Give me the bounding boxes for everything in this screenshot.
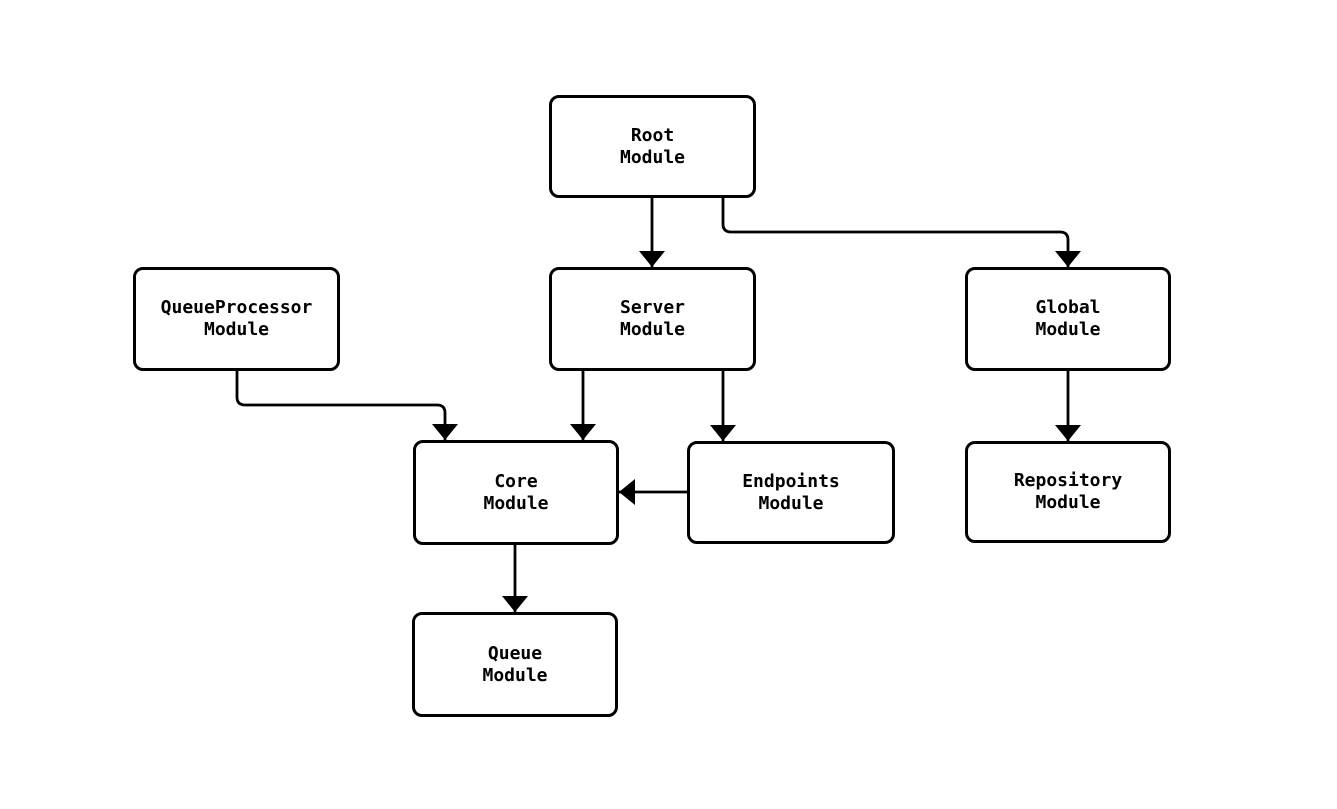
node-label-line: Module [482, 664, 548, 686]
node-label-line: Module [619, 146, 686, 168]
node-label-line: Core [494, 470, 538, 492]
node-label-line: Module [203, 319, 270, 340]
node-label-line: Module [483, 492, 549, 514]
node-label-line: Repository [1013, 470, 1123, 491]
node-label-line: Endpoints [742, 470, 840, 492]
node-label-line: Global [1035, 297, 1101, 318]
node-label-line: Queue [487, 642, 543, 664]
node-label-line: Module [1035, 319, 1101, 340]
node-label-line: Server [619, 297, 686, 318]
node-label-line: QueueProcessor [160, 297, 313, 318]
node-label-line: Root [630, 124, 675, 146]
node-label-line: Module [758, 492, 824, 514]
edge-queueprocessor-module-to-core-module [235, 371, 458, 440]
node-label-line: Module [619, 319, 686, 340]
edge-root-module-to-global-module [721, 198, 1081, 267]
node-label-line: Module [1035, 492, 1101, 513]
